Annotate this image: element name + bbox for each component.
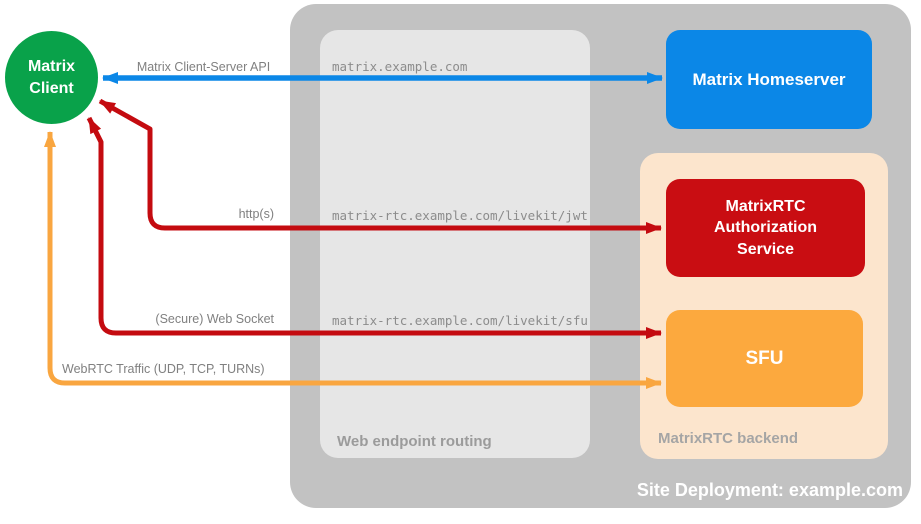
label-webrtc-traffic: WebRTC Traffic (UDP, TCP, TURNs) [62, 362, 265, 376]
node-matrix-homeserver: Matrix Homeserver [666, 30, 872, 129]
sfu-label: SFU [745, 347, 784, 369]
endpoint-matrix-example: matrix.example.com [332, 59, 468, 74]
matrix-homeserver-label: Matrix Homeserver [692, 69, 846, 89]
node-sfu: SFU [666, 310, 863, 407]
label-https: http(s) [238, 207, 274, 221]
auth-label-line1: MatrixRTC [725, 197, 806, 215]
matrix-client-label-line1: Matrix [27, 57, 76, 75]
node-matrixrtc-authorization-service: MatrixRTC Authorization Service [666, 179, 865, 277]
endpoint-livekit-jwt: matrix-rtc.example.com/livekit/jwt [332, 208, 588, 223]
label-client-server-api: Matrix Client-Server API [136, 60, 271, 74]
site-deployment-label: Site Deployment: example.com [636, 480, 903, 500]
auth-label-line3: Service [737, 240, 794, 258]
label-secure-websocket: (Secure) Web Socket [155, 312, 274, 326]
matrixrtc-backend-label: MatrixRTC backend [658, 430, 799, 447]
endpoint-livekit-sfu: matrix-rtc.example.com/livekit/sfu [332, 313, 588, 328]
web-endpoint-routing-container [320, 30, 590, 458]
web-endpoint-routing-label: Web endpoint routing [337, 433, 492, 450]
node-matrix-client: Matrix Client [5, 31, 98, 124]
matrix-client-label-line2: Client [29, 79, 74, 97]
auth-label-line2: Authorization [713, 219, 818, 237]
